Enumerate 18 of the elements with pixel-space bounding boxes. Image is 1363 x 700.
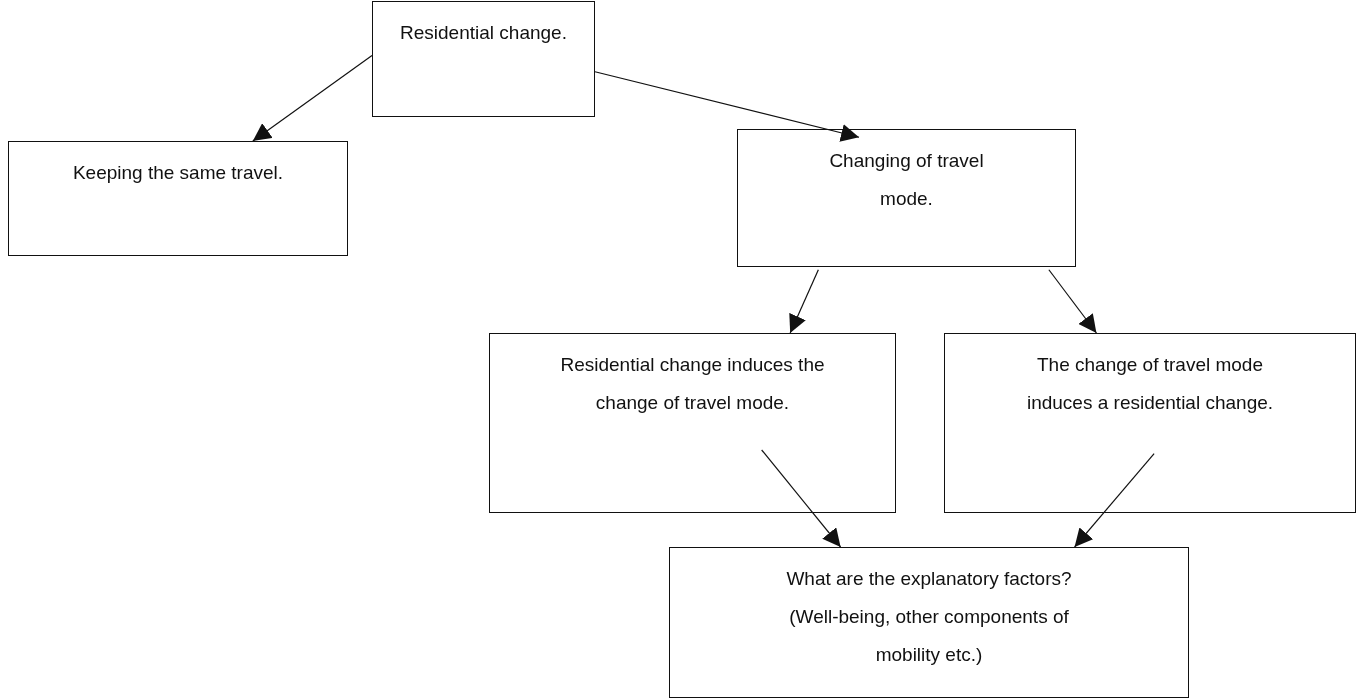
process-box <box>669 547 1189 698</box>
box-text: What are the explanatory factors? (Well-being, other components of mobility etc.) <box>785 567 1073 667</box>
process-box <box>737 129 1076 267</box>
box-text: Residential change. <box>400 21 567 45</box>
arrow <box>761 449 842 548</box>
arrow <box>789 269 819 334</box>
box-text: The change of travel mode induces a residential change. <box>1025 353 1275 415</box>
arrow <box>1048 269 1098 334</box>
box-text: Changing of travel mode. <box>828 149 985 211</box>
process-box <box>372 1 595 117</box>
process-box <box>944 333 1356 513</box>
arrow <box>252 54 373 142</box>
box-text: Keeping the same travel. <box>72 161 284 185</box>
box-text: Residential change induces the change of travel mode. <box>559 353 826 415</box>
process-box <box>8 141 348 256</box>
arrow <box>1074 453 1155 548</box>
process-box <box>489 333 896 513</box>
arrow <box>594 71 860 142</box>
